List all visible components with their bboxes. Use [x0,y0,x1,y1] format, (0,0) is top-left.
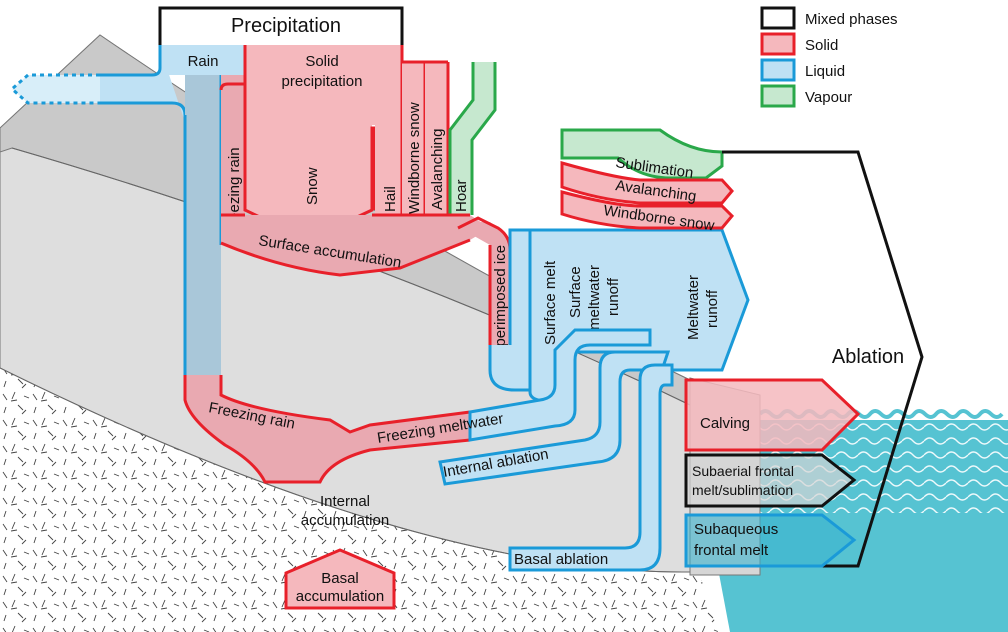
legend: Mixed phases Solid Liquid Vapour [760,6,898,108]
solid-precip-fill [245,45,402,125]
rain-down-fill [185,75,221,375]
surface-meltwater-runoff-label-1: Surface [567,266,584,318]
hoar-outline [448,62,497,215]
rain-left-outline [100,45,187,116]
precipitation-box [158,6,404,45]
windborne-right-arrow [560,190,735,230]
basal-accumulation-label-2: accumulation [296,588,384,605]
basal-ablation-label: Basal ablation [514,551,608,568]
superimposed-ice-label: Superimposed ice [492,245,509,365]
surface-melt-label: Surface melt [542,260,559,345]
rain-label: Rain [188,53,219,70]
avalanching-top-outline [425,60,450,215]
hoar-label: Hoar [453,179,470,212]
subaerial-label-1: Subaerial frontal [692,463,794,479]
internal-accumulation-label-2: accumulation [301,512,389,529]
calving-label: Calving [700,415,750,432]
basal-accumulation-shape [284,548,396,610]
legend-label-liquid: Liquid [805,63,845,80]
legend-swatch-vapour [760,84,796,108]
legend-label-mixed: Mixed phases [805,11,898,28]
subaqueous-arrow [684,513,857,568]
basal-accumulation-label-1: Basal [321,570,359,587]
legend-swatch-mixed [760,6,796,30]
freezing-rain-bottom-outline [183,375,471,484]
subaqueous-label-1: Subaqueous [694,521,778,538]
freezing-rain-top-label: Freezing rain [226,147,243,235]
superimposed-ice-column [460,222,510,360]
windborne-snow-top-label: Windborne snow [406,102,423,214]
freezing-rain-bottom-bar [185,375,470,482]
subaerial-arrow [684,453,857,508]
legend-label-solid: Solid [805,37,838,54]
meltwater-runoff-label-1: Meltwater [685,275,702,340]
surface-accumulation-bar [221,215,490,275]
hail-label: Hail [382,186,399,212]
freezing-rain-top-outline [219,82,245,91]
freezing-meltwater-bar [468,328,652,442]
rain-dotted-arrow [9,73,100,105]
legend-swatch-liquid [760,58,796,82]
legend-swatch-solid [760,32,796,56]
surface-meltwater-runoff-label-2: meltwater [586,265,603,330]
subaerial-label-2: melt/sublimation [692,482,793,498]
rain-left-flow [100,48,185,122]
solid-precip-label-1: Solid [305,53,338,70]
calving-arrow [684,378,861,452]
basal-ablation-arrow [508,363,674,572]
ablation-label: Ablation [832,346,904,368]
avalanching-top-label: Avalanching [429,129,446,210]
subaqueous-label-2: frontal melt [694,542,769,559]
sublimation-arrow [560,128,724,180]
meltwater-runoff-label-2: runoff [704,289,721,328]
snow-label: Snow [304,167,321,205]
avalanching-right-arrow [560,161,734,205]
precipitation-label: Precipitation [231,15,341,37]
snow-column [245,125,372,240]
legend-label-vapour: Vapour [805,89,852,106]
rain-fill [160,45,245,75]
hail-column [375,125,402,215]
windborne-top-column [402,62,425,215]
surface-meltwater-runoff-label-3: runoff [605,277,622,316]
internal-accumulation-label-1: Internal [320,493,370,510]
avalanching-top-column [425,62,448,215]
surface-accumulation-outline [220,213,471,277]
solid-precip-label-2: precipitation [282,73,363,90]
